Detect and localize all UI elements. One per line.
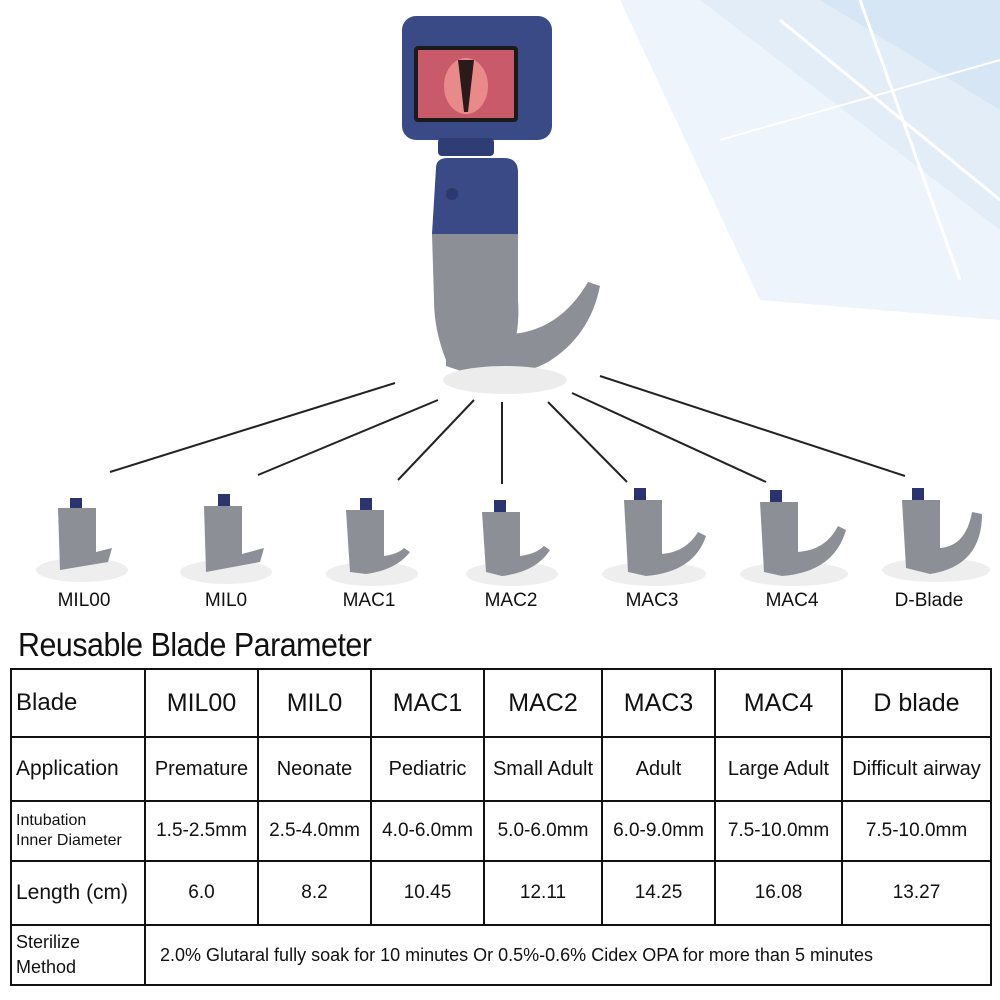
cell-blade-mac4: MAC4 [714, 668, 843, 738]
section-title: Reusable Blade Parameter [18, 626, 372, 663]
blade-mil0 [180, 494, 272, 584]
cell-length: 6.0 [144, 860, 259, 926]
blade-mac1 [326, 498, 418, 586]
cell-length: 12.11 [483, 860, 603, 926]
cell-length: 8.2 [257, 860, 372, 926]
row-label-blade: Blade [10, 668, 146, 738]
monitor-screen [402, 16, 552, 156]
handle [432, 158, 600, 394]
cell-diameter: 4.0-6.0mm [370, 800, 485, 862]
blade-mac3 [602, 488, 706, 586]
cell-sterilize-method: 2.0% Glutaral fully soak for 10 minutes … [144, 924, 992, 986]
blade-mac4 [740, 490, 848, 586]
cell-diameter: 5.0-6.0mm [483, 800, 603, 862]
cell-blade-mac3: MAC3 [601, 668, 716, 738]
row-label-sterilize-line1: Sterilize [16, 932, 81, 952]
cell-application: Premature [144, 736, 259, 802]
cell-length: 13.27 [841, 860, 992, 926]
cell-application: Pediatric [370, 736, 485, 802]
cell-blade-mac1: MAC1 [370, 668, 485, 738]
cell-application: Neonate [257, 736, 372, 802]
blade-label-mac2: MAC2 [484, 590, 538, 611]
blade-label-mac1: MAC1 [342, 590, 396, 611]
table-row-blade: Blade MIL00 MIL0 MAC1 MAC2 MAC3 MAC4 D b… [10, 668, 992, 738]
cell-blade-mil0: MIL0 [257, 668, 372, 738]
row-label-diameter-line2: Inner Diameter [16, 832, 122, 849]
blade-label-mil00: MIL00 [57, 590, 111, 611]
cell-blade-mac2: MAC2 [483, 668, 603, 738]
cell-blade-mil00: MIL00 [144, 668, 259, 738]
row-label-diameter-line1: Intubation [16, 812, 87, 829]
table-row-application: Application Premature Neonate Pediatric … [10, 736, 992, 802]
cell-application: Adult [601, 736, 716, 802]
connector-lines [109, 375, 906, 484]
cell-application: Small Adult [483, 736, 603, 802]
row-label-sterilize-line2: Method [16, 957, 77, 977]
cell-diameter: 1.5-2.5mm [144, 800, 259, 862]
cell-length: 16.08 [714, 860, 843, 926]
blade-parameter-table: Blade MIL00 MIL0 MAC1 MAC2 MAC3 MAC4 D b… [10, 668, 992, 986]
cell-blade-d: D blade [841, 668, 992, 738]
blade-label-d-blade: D-Blade [894, 590, 964, 611]
blade-mac2 [466, 500, 558, 586]
cell-diameter: 2.5-4.0mm [257, 800, 372, 862]
cell-length: 10.45 [370, 860, 485, 926]
laryngoscope-illustration [36, 16, 990, 586]
row-label-application: Application [10, 736, 146, 802]
blade-mil00 [36, 498, 128, 582]
row-label-length: Length (cm) [10, 860, 146, 926]
background-decoration [620, 0, 1000, 320]
cell-diameter: 7.5-10.0mm [714, 800, 843, 862]
blade-label-mac4: MAC4 [765, 590, 819, 611]
cell-diameter: 7.5-10.0mm [841, 800, 992, 862]
cell-length: 14.25 [601, 860, 716, 926]
cell-diameter: 6.0-9.0mm [601, 800, 716, 862]
cell-application: Large Adult [714, 736, 843, 802]
blade-label-mil0: MIL0 [204, 590, 248, 611]
blade-d-blade [882, 488, 990, 582]
table-row-length: Length (cm) 6.0 8.2 10.45 12.11 14.25 16… [10, 860, 992, 926]
blade-label-mac3: MAC3 [625, 590, 679, 611]
cell-application: Difficult airway [841, 736, 992, 802]
